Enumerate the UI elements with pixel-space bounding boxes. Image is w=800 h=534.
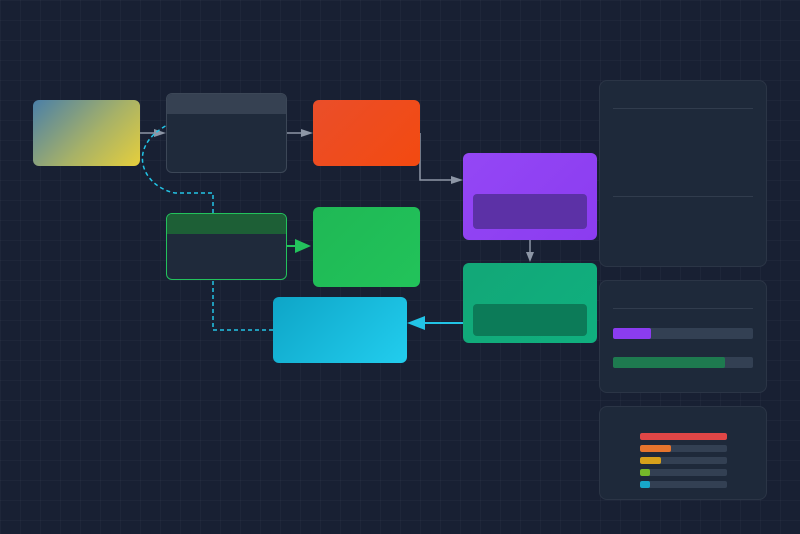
node-purple[interactable] [463,153,597,240]
arrowhead-teal-to-cyan [407,316,425,330]
stats-panel [599,406,767,500]
arrowhead-green-dark-to-green [295,239,311,253]
arrowhead-purple-to-teal [526,252,534,262]
panel-divider [613,308,753,309]
arrowhead-orange-to-purple [451,176,463,184]
arrowhead-dark-to-orange [301,129,313,137]
stat-bar-fill [640,469,651,476]
node-teal-inner [473,304,587,336]
stat-bar-fill [640,433,727,440]
progress-track [613,328,753,339]
side-panel-top [599,80,767,267]
stat-bar-track [640,445,727,452]
node-yellow[interactable] [33,100,140,166]
node-green-header[interactable] [166,213,287,280]
node-purple-inner [473,194,587,229]
dashed-connector-cyan-to-green-dark [212,280,273,331]
stat-bar-track [640,457,727,464]
panel-divider [613,196,753,197]
panel-divider [613,108,753,109]
progress-fill [613,328,651,339]
stat-bar-fill [640,481,651,488]
node-teal[interactable] [463,263,597,343]
node-green[interactable] [313,207,420,287]
progress-track [613,357,753,368]
stat-bar-track [640,433,727,440]
connector-orange-to-purple [419,133,451,181]
node-dark-header[interactable] [166,93,287,173]
stat-bar-track [640,469,727,476]
progress-fill [613,357,725,368]
node-orange[interactable] [313,100,420,166]
progress-panel [599,280,767,393]
stat-bar-fill [640,457,661,464]
node-cyan[interactable] [273,297,407,363]
arrowhead-yellow-to-dark [154,129,166,137]
node-header [167,214,286,234]
stat-bar-track [640,481,727,488]
node-header [167,94,286,114]
stat-bar-fill [640,445,672,452]
